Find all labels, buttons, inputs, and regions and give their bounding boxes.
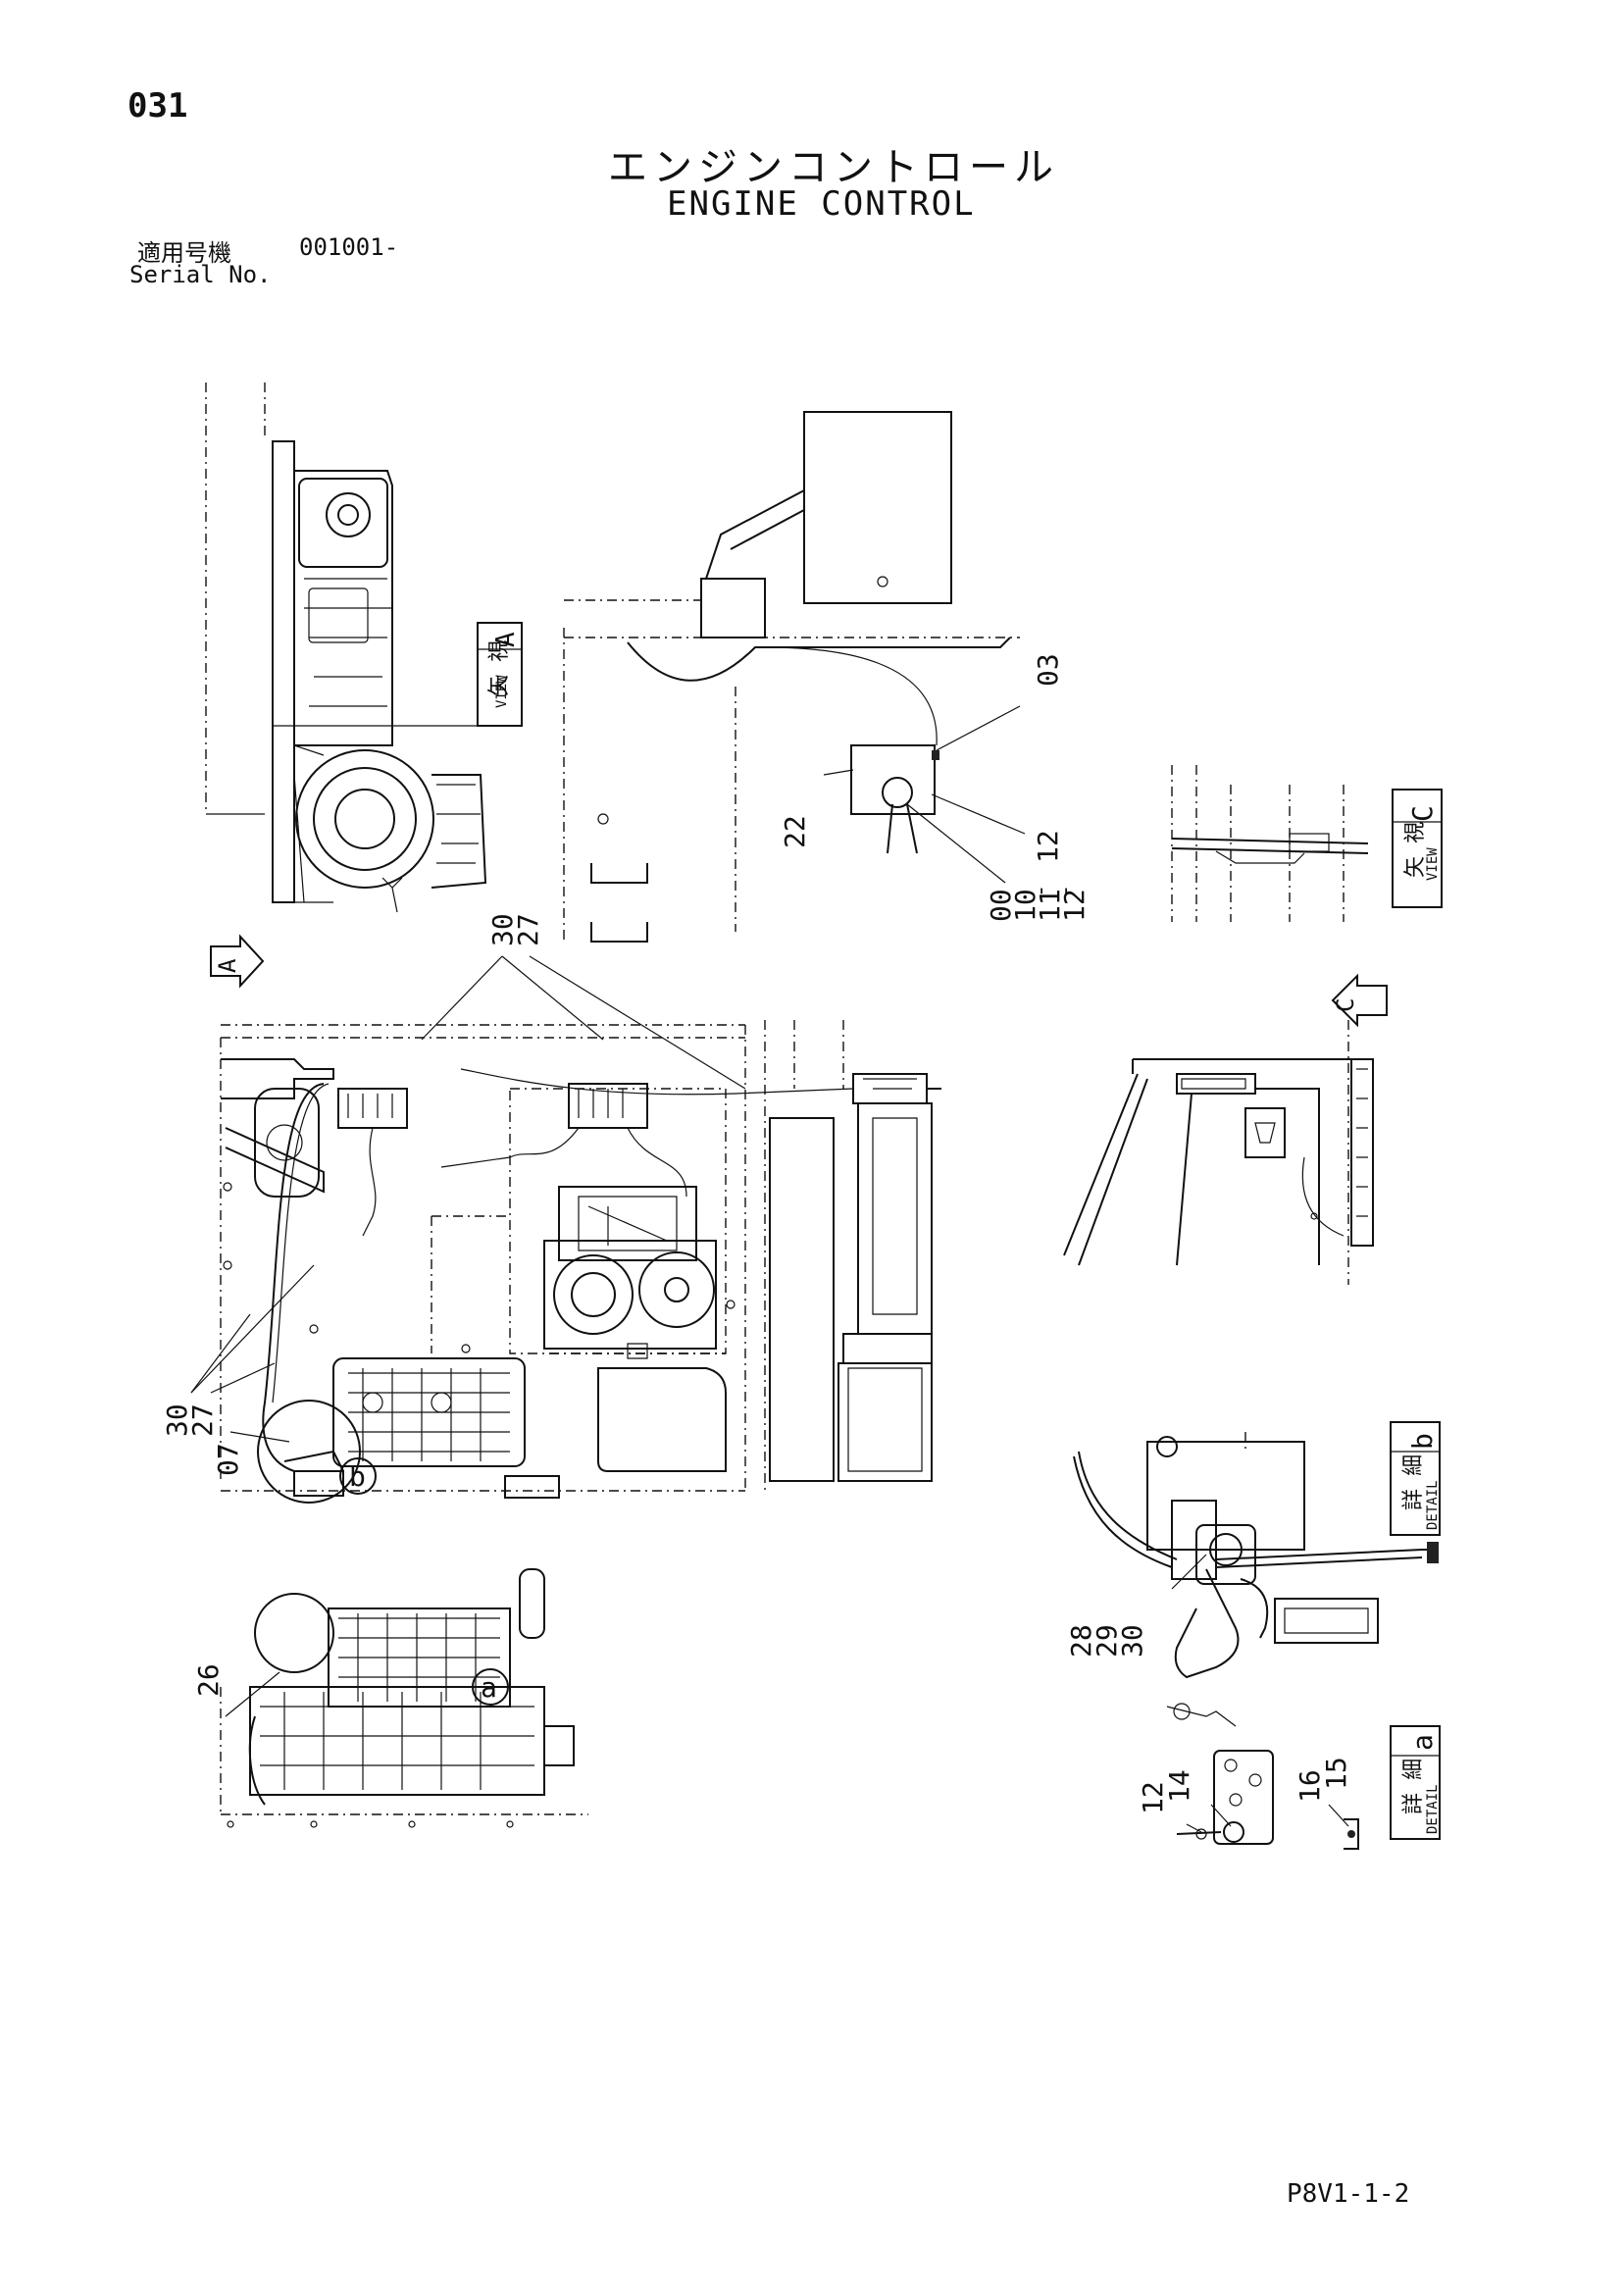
callout-14: 14 xyxy=(1163,1769,1195,1803)
callout-30-top: 30 xyxy=(486,913,519,946)
callouts-top: 03 22 12 00 10 - 11 - 12 xyxy=(779,653,1091,922)
callout-27-left: 27 xyxy=(186,1403,219,1437)
view-c-letter: C xyxy=(1406,805,1439,822)
engine-front-view: a 26 xyxy=(192,1568,588,1828)
view-a-en: VIEW xyxy=(494,675,510,708)
engine-side-view xyxy=(205,383,495,913)
detail-b-letter: b xyxy=(1406,1433,1439,1450)
arrow-c-marker: C xyxy=(1331,973,1388,1028)
callout-00: 00 xyxy=(985,889,1017,922)
view-c-label: 矢 視 VIEW C xyxy=(1392,789,1443,908)
arrow-a-letter: A xyxy=(214,958,241,973)
callout-15: 15 xyxy=(1320,1757,1352,1790)
detail-a-letter: a xyxy=(1406,1734,1439,1751)
detail-b-circle: b xyxy=(257,1400,377,1504)
callout-30-detail: 30 xyxy=(1116,1624,1148,1658)
callout-dash-1: - xyxy=(1029,885,1053,897)
circle-b-letter: b xyxy=(349,1460,366,1493)
page-title-english: ENGINE CONTROL xyxy=(667,184,976,224)
view-c-jp: 矢 視 xyxy=(1403,822,1428,878)
callouts-detail-b: 28 29 30 xyxy=(1065,1554,1207,1658)
callout-28: 28 xyxy=(1065,1624,1097,1658)
view-c-detail xyxy=(1063,1020,1374,1285)
serial-number-value: 001001- xyxy=(299,233,399,261)
detail-b-en: DETAIL xyxy=(1425,1480,1441,1530)
callouts-middle: 30 27 30 27 07 xyxy=(161,913,746,1476)
view-a-letter: A xyxy=(491,632,521,647)
detail-b-view xyxy=(1073,1432,1439,1727)
serial-label-japanese: 適用号機 xyxy=(137,239,231,267)
callout-27-top: 27 xyxy=(512,913,544,946)
arrow-c-letter: C xyxy=(1332,998,1359,1012)
document-code: P8V1-1-2 xyxy=(1287,2179,1410,2209)
callout-12-bottom: 12 xyxy=(1058,889,1091,922)
serial-label-english: Serial No. xyxy=(129,261,272,288)
callout-12-top: 12 xyxy=(1032,830,1064,863)
callout-dash-2: - xyxy=(1053,885,1078,897)
callout-03: 03 xyxy=(1032,653,1064,687)
callout-11: 11 xyxy=(1034,889,1066,922)
detail-a-en: DETAIL xyxy=(1425,1784,1441,1834)
callout-07: 07 xyxy=(212,1443,244,1476)
callout-29: 29 xyxy=(1091,1624,1123,1658)
detail-a-jp: 詳 細 xyxy=(1401,1759,1426,1814)
callout-26: 26 xyxy=(192,1663,225,1697)
machine-plan-view xyxy=(220,1020,941,1499)
callout-12-detail: 12 xyxy=(1137,1781,1169,1814)
detail-b-jp: 詳 細 xyxy=(1401,1454,1426,1510)
view-c-partial xyxy=(1171,765,1369,922)
page-title-japanese: エンジンコントロール xyxy=(608,145,1059,190)
callout-22: 22 xyxy=(779,815,811,848)
callouts-detail-a: 12 14 16 15 xyxy=(1137,1757,1352,1833)
callout-16: 16 xyxy=(1294,1769,1326,1803)
page-number: 031 xyxy=(127,86,188,126)
detail-a-label: 詳 細 DETAIL a xyxy=(1390,1725,1441,1840)
arrow-a-marker: A xyxy=(210,934,265,989)
view-c-en: VIEW xyxy=(1425,847,1441,881)
view-a-label: 矢 視 VIEW A xyxy=(477,622,523,727)
callout-10: 10 xyxy=(1009,889,1041,922)
view-a-jp: 矢 視 xyxy=(487,640,512,696)
detail-b-label: 詳 細 DETAIL b xyxy=(1390,1421,1441,1536)
throttle-mount-view xyxy=(563,411,1020,943)
detail-a-view xyxy=(1176,1750,1359,1850)
callout-30-left: 30 xyxy=(161,1403,193,1437)
